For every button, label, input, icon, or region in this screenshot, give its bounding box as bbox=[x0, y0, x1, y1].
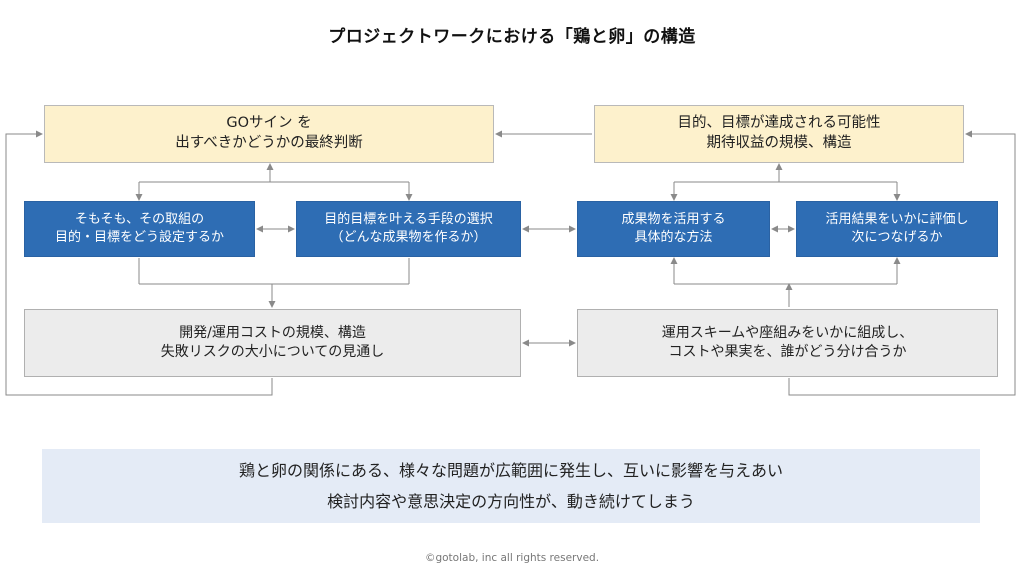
approach-line-1: そもそも、その取組の bbox=[74, 212, 205, 228]
connector-left-feedback bbox=[5, 130, 273, 396]
summary-line-2: 検討内容や意思決定の方向性が、動き続けてしまう bbox=[327, 492, 695, 511]
cost-risk-box: 開発/運用コストの規模、構造 失敗リスクの大小についての見通し bbox=[24, 309, 521, 377]
evaluation-box: 活用結果をいかに評価し 次につなげるか bbox=[796, 201, 998, 257]
approach-line-2: 目的・目標をどう設定するか bbox=[54, 230, 224, 245]
cost-line-1: 開発/運用コストの規模、構造 bbox=[179, 325, 366, 342]
approach-box: そもそも、その取組の 目的・目標をどう設定するか bbox=[24, 201, 255, 257]
go-sign-decision-box: GOサイン を 出すべきかどうかの最終判断 bbox=[44, 105, 494, 163]
go-sign-line-2: 出すべきかどうかの最終判断 bbox=[175, 135, 363, 151]
diagram-title: プロジェクトワークにおける「鶏と卵」の構造 bbox=[328, 27, 696, 47]
summary-note: 鶏と卵の関係にある、様々な問題が広範囲に発生し、互いに影響を与えあい 検討内容や… bbox=[42, 449, 980, 523]
deliverable-line-1: 成果物を活用する bbox=[621, 212, 726, 228]
scheme-line-2: コストや果実を、誰がどう分け合うか bbox=[668, 344, 907, 360]
evaluation-line-2: 次につなげるか bbox=[851, 230, 943, 245]
scheme-line-1: 運用スキームや座組みをいかに組成し、 bbox=[661, 325, 914, 342]
operation-scheme-box: 運用スキームや座組みをいかに組成し、 コストや果実を、誰がどう分け合うか bbox=[577, 309, 998, 377]
evaluation-line-1: 活用結果をいかに評価し bbox=[825, 212, 969, 228]
purpose-feasibility-box: 目的、目標が達成される可能性 期待収益の規模、構造 bbox=[594, 105, 964, 163]
purpose-line-2: 期待収益の規模、構造 bbox=[706, 135, 852, 151]
deliverable-usage-box: 成果物を活用する 具体的な方法 bbox=[577, 201, 770, 257]
means-selection-box: 目的目標を叶える手段の選択 （どんな成果物を作るか） bbox=[296, 201, 521, 257]
purpose-line-1: 目的、目標が達成される可能性 bbox=[677, 115, 881, 132]
summary-line-1: 鶏と卵の関係にある、様々な問題が広範囲に発生し、互いに影響を与えあい bbox=[238, 460, 783, 480]
go-sign-line-1: GOサイン を bbox=[226, 115, 312, 132]
copyright: ©gotolab, inc all rights reserved. bbox=[424, 552, 600, 564]
means-line-2: （どんな成果物を作るか） bbox=[330, 230, 487, 245]
means-line-1: 目的目標を叶える手段の選択 bbox=[324, 212, 493, 228]
connector-right-feedback bbox=[788, 130, 1016, 396]
deliverable-line-2: 具体的な方法 bbox=[634, 230, 713, 245]
cost-line-2: 失敗リスクの大小についての見通し bbox=[160, 344, 385, 360]
